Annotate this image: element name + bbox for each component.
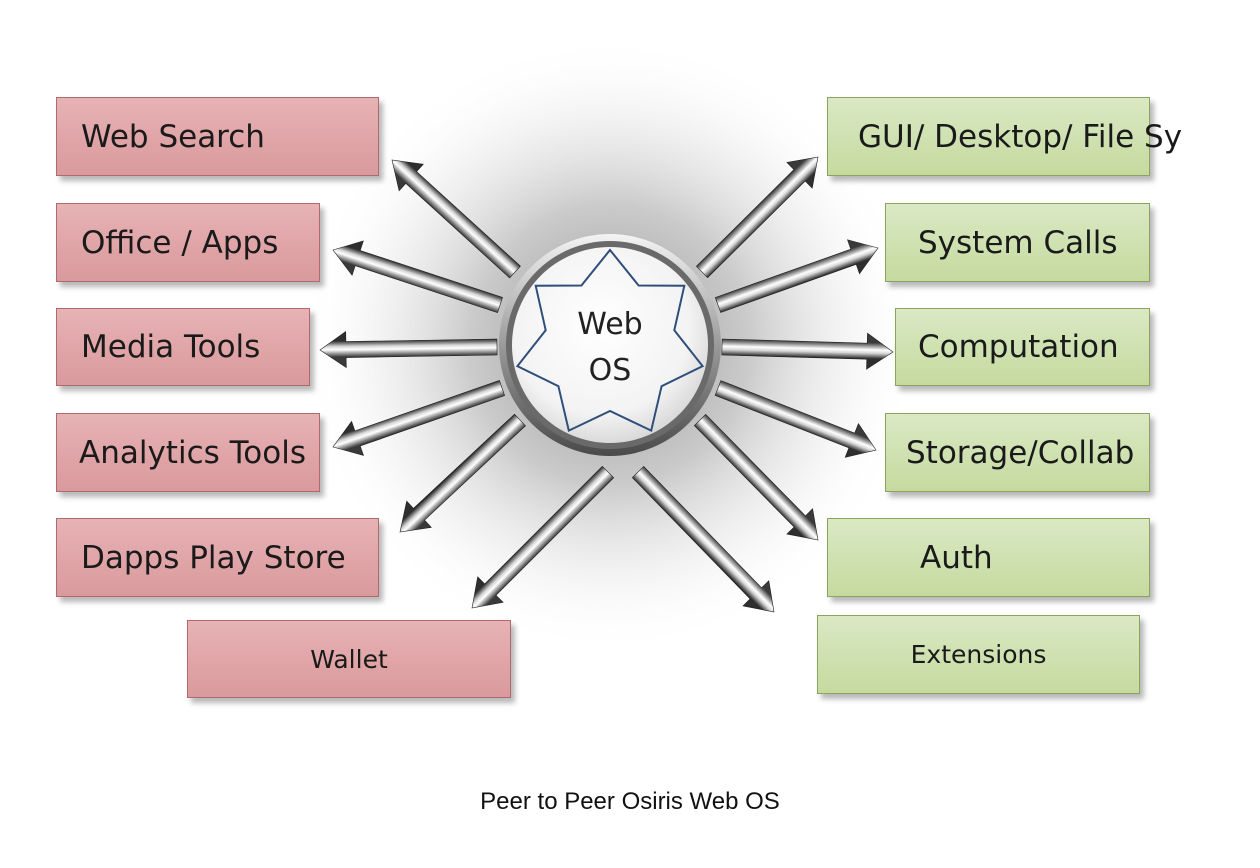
box-web-search: Web Search bbox=[56, 97, 379, 176]
arrow-to-dapps-play-store bbox=[399, 413, 526, 533]
box-label: Wallet bbox=[310, 644, 388, 674]
box-analytics-tools: Analytics Tools bbox=[56, 413, 320, 492]
arrow-to-wallet bbox=[471, 465, 615, 609]
box-label: System Calls bbox=[918, 224, 1118, 261]
arrow-to-extensions bbox=[631, 465, 775, 613]
arrow-to-system-calls bbox=[714, 239, 879, 313]
arrow-to-office-apps bbox=[332, 240, 503, 313]
box-system-calls: System Calls bbox=[885, 203, 1150, 282]
box-label: Media Tools bbox=[81, 329, 261, 365]
box-label: Analytics Tools bbox=[79, 434, 306, 471]
box-storage-collab: Storage/Collab bbox=[885, 413, 1150, 492]
arrow-to-web-search bbox=[391, 159, 521, 279]
arrow-group bbox=[319, 156, 894, 613]
box-office-apps: Office / Apps bbox=[56, 203, 320, 282]
box-label: Extensions bbox=[910, 640, 1047, 669]
box-label: Office / Apps bbox=[81, 224, 279, 261]
box-dapps-play-store: Dapps Play Store bbox=[56, 518, 379, 597]
box-label: Auth bbox=[920, 539, 993, 576]
arrow-to-gui-desktop-file-system bbox=[695, 156, 819, 279]
box-auth: Auth bbox=[827, 518, 1150, 597]
arrow-to-auth bbox=[693, 413, 819, 541]
arrow-to-storage-collab bbox=[714, 380, 877, 458]
box-extensions: Extensions bbox=[817, 615, 1140, 694]
box-gui-desktop-file-system: GUI/ Desktop/ File Sy bbox=[827, 97, 1182, 176]
box-label: Computation bbox=[918, 329, 1119, 365]
box-label: Web Search bbox=[81, 118, 265, 155]
hub-star-icon bbox=[515, 248, 705, 433]
diagram-caption: Peer to Peer Osiris Web OS bbox=[480, 788, 780, 815]
box-wallet: Wallet bbox=[187, 620, 511, 698]
box-label: GUI/ Desktop/ File Sy bbox=[858, 118, 1183, 155]
box-computation: Computation bbox=[895, 308, 1150, 386]
arrow-to-media-tools bbox=[319, 331, 498, 369]
box-label: Storage/Collab bbox=[906, 434, 1135, 471]
box-media-tools: Media Tools bbox=[56, 308, 310, 386]
arrow-to-computation bbox=[721, 332, 894, 370]
box-label: Dapps Play Store bbox=[81, 539, 346, 576]
hub-label: Web OS bbox=[540, 302, 680, 394]
hub-label-line2: OS bbox=[588, 353, 632, 388]
arrow-to-analytics-tools bbox=[332, 380, 505, 456]
hub-label-line1: Web bbox=[577, 307, 643, 342]
